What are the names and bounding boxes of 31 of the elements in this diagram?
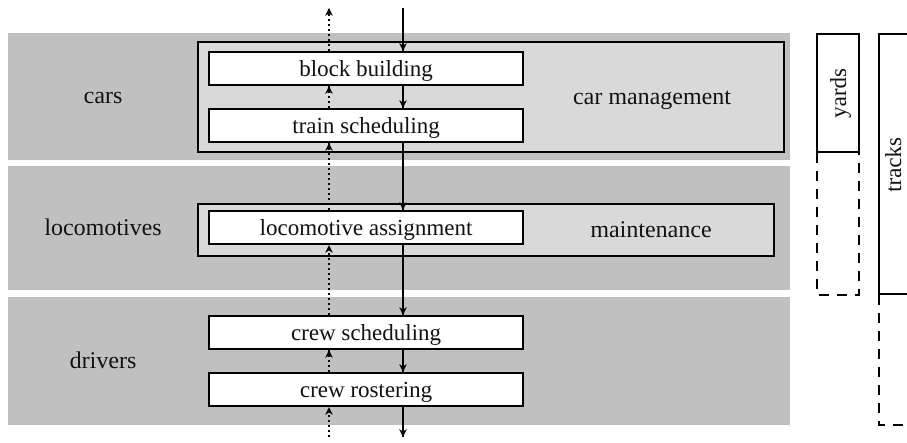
process-box: train scheduling <box>208 108 524 143</box>
process-box: crew rostering <box>208 372 524 407</box>
arrow <box>399 350 407 372</box>
arrow <box>325 350 333 372</box>
arrow <box>399 86 407 108</box>
process-box: crew scheduling <box>208 315 524 350</box>
process-box: locomotive assignment <box>208 210 524 245</box>
row-band <box>8 166 790 290</box>
row-band <box>8 297 790 425</box>
row-label: cars <box>82 82 124 111</box>
group-box <box>197 41 785 153</box>
arrow <box>325 86 333 108</box>
arrow <box>399 8 407 51</box>
row-label: locomotives <box>43 214 163 242</box>
row-label: drivers <box>68 346 138 376</box>
side-label: yards <box>826 68 850 118</box>
side-label: tracks <box>882 136 905 192</box>
arrow <box>325 8 333 51</box>
row-label: maintenance <box>589 216 713 244</box>
arrow <box>325 245 333 315</box>
row-band <box>8 33 790 160</box>
group-box <box>197 203 775 257</box>
arrow <box>399 407 407 437</box>
arrow <box>399 143 407 210</box>
side-bar <box>878 33 907 295</box>
process-box: block building <box>208 51 524 86</box>
arrow <box>325 143 333 210</box>
arrow <box>325 407 333 437</box>
side-bar <box>816 33 860 153</box>
row-label: car management <box>572 82 732 112</box>
arrow <box>399 245 407 315</box>
